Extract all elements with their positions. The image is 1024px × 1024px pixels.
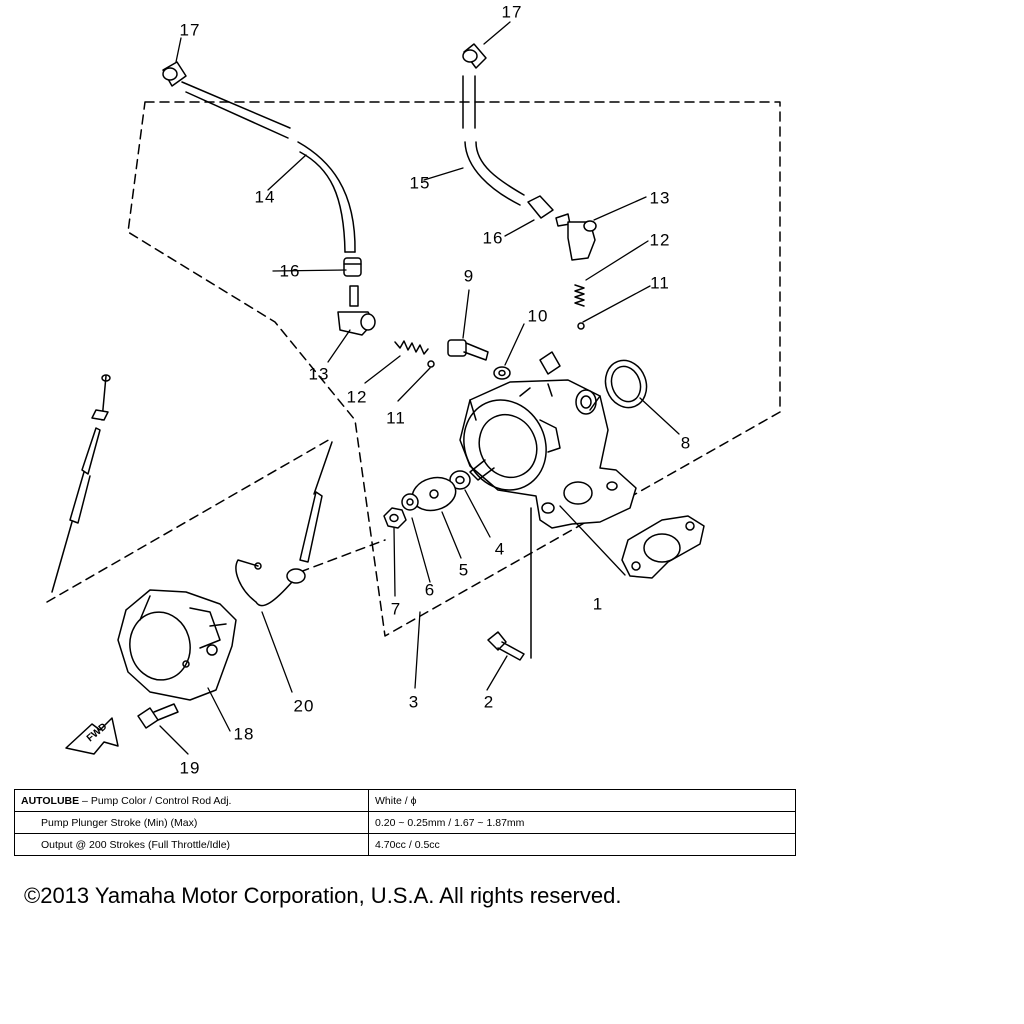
- copyright-notice: ©2013 Yamaha Motor Corporation, U.S.A. A…: [24, 883, 622, 908]
- callout-13-right: 13: [649, 188, 671, 208]
- leader-lines: [159, 21, 680, 755]
- nut-7: [383, 507, 407, 529]
- callout-15: 15: [409, 173, 431, 193]
- elbow-13-right: [555, 213, 597, 261]
- hose-15: [462, 75, 525, 206]
- callout-6: 6: [424, 580, 436, 600]
- spec-value: 4.70cc / 0.5cc: [368, 833, 796, 856]
- pump-cover-18: [117, 589, 237, 701]
- callout-17-left: 17: [179, 20, 201, 40]
- callout-10: 10: [527, 306, 549, 326]
- bolt-9: [447, 339, 489, 361]
- ball-11-right: [577, 322, 585, 330]
- dashed-outline: [127, 101, 781, 637]
- spec-label: Pump Plunger Stroke (Min) (Max): [14, 811, 369, 834]
- spec-label: Output @ 200 Strokes (Full Throttle/Idle…: [14, 833, 369, 856]
- callout-11-right: 11: [650, 273, 670, 293]
- callout-2: 2: [483, 692, 495, 712]
- spec-label-rest: – Pump Color / Control Rod Adj.: [79, 794, 232, 807]
- callout-19: 19: [179, 758, 201, 778]
- spring-12-right: [574, 284, 585, 307]
- elbow-13-left: [337, 285, 376, 336]
- fwd-arrow-icon: [65, 717, 119, 755]
- callout-12-left: 12: [346, 387, 368, 407]
- callout-8: 8: [680, 433, 692, 453]
- screw-19: [137, 703, 179, 729]
- callout-12-right: 12: [649, 230, 671, 250]
- clamp-16-left: [343, 257, 362, 277]
- callout-5: 5: [458, 560, 470, 580]
- oil-seal-8: [604, 359, 648, 409]
- gasket-1: [621, 515, 705, 579]
- callout-16-left: 16: [279, 261, 301, 281]
- callout-14: 14: [254, 187, 276, 207]
- spec-label: AUTOLUBE – Pump Color / Control Rod Adj.: [14, 789, 369, 812]
- dashed-guide-cable: [46, 437, 333, 603]
- spec-row: AUTOLUBE – Pump Color / Control Rod Adj.…: [14, 789, 796, 812]
- plate-5: [411, 476, 457, 512]
- spec-value: 0.20 ~ 0.25mm / 1.67 ~ 1.87mm: [368, 811, 796, 834]
- bolt-2: [487, 631, 525, 661]
- cap-17-right: [462, 43, 487, 69]
- callout-7: 7: [390, 599, 402, 619]
- exploded-parts-diagram: FWD: [46, 21, 781, 755]
- cap-17-left: [162, 61, 187, 87]
- spec-row: Output @ 200 Strokes (Full Throttle/Idle…: [14, 833, 796, 856]
- callout-16-right: 16: [482, 228, 504, 248]
- spacer-6: [401, 493, 419, 511]
- clamp-16-right: [527, 195, 554, 219]
- callout-3: 3: [408, 692, 420, 712]
- dashed-guide-rod: [299, 539, 386, 573]
- spring-12-left: [394, 340, 429, 355]
- callout-11-left: 11: [386, 408, 406, 428]
- callout-18: 18: [233, 724, 255, 744]
- callout-1: 1: [592, 594, 604, 614]
- ball-11-left: [427, 360, 435, 368]
- pump-body-3: [459, 379, 637, 529]
- washer-4: [449, 470, 471, 490]
- spec-label-bold: AUTOLUBE: [21, 794, 80, 807]
- pump-nipple: [539, 351, 561, 375]
- washer-10: [493, 366, 511, 380]
- throttle-cable: [51, 374, 111, 593]
- callout-20: 20: [293, 696, 315, 716]
- callout-13-left: 13: [308, 364, 330, 384]
- callout-4: 4: [494, 539, 506, 559]
- callout-9: 9: [463, 266, 475, 286]
- pump-cable-20: [235, 441, 333, 607]
- hose-14: [181, 81, 356, 253]
- spec-row: Pump Plunger Stroke (Min) (Max) 0.20 ~ 0…: [14, 811, 796, 834]
- callout-17-right: 17: [501, 2, 523, 22]
- autolube-spec-table: AUTOLUBE – Pump Color / Control Rod Adj.…: [14, 789, 796, 856]
- spec-value: White / ϕ: [368, 789, 796, 812]
